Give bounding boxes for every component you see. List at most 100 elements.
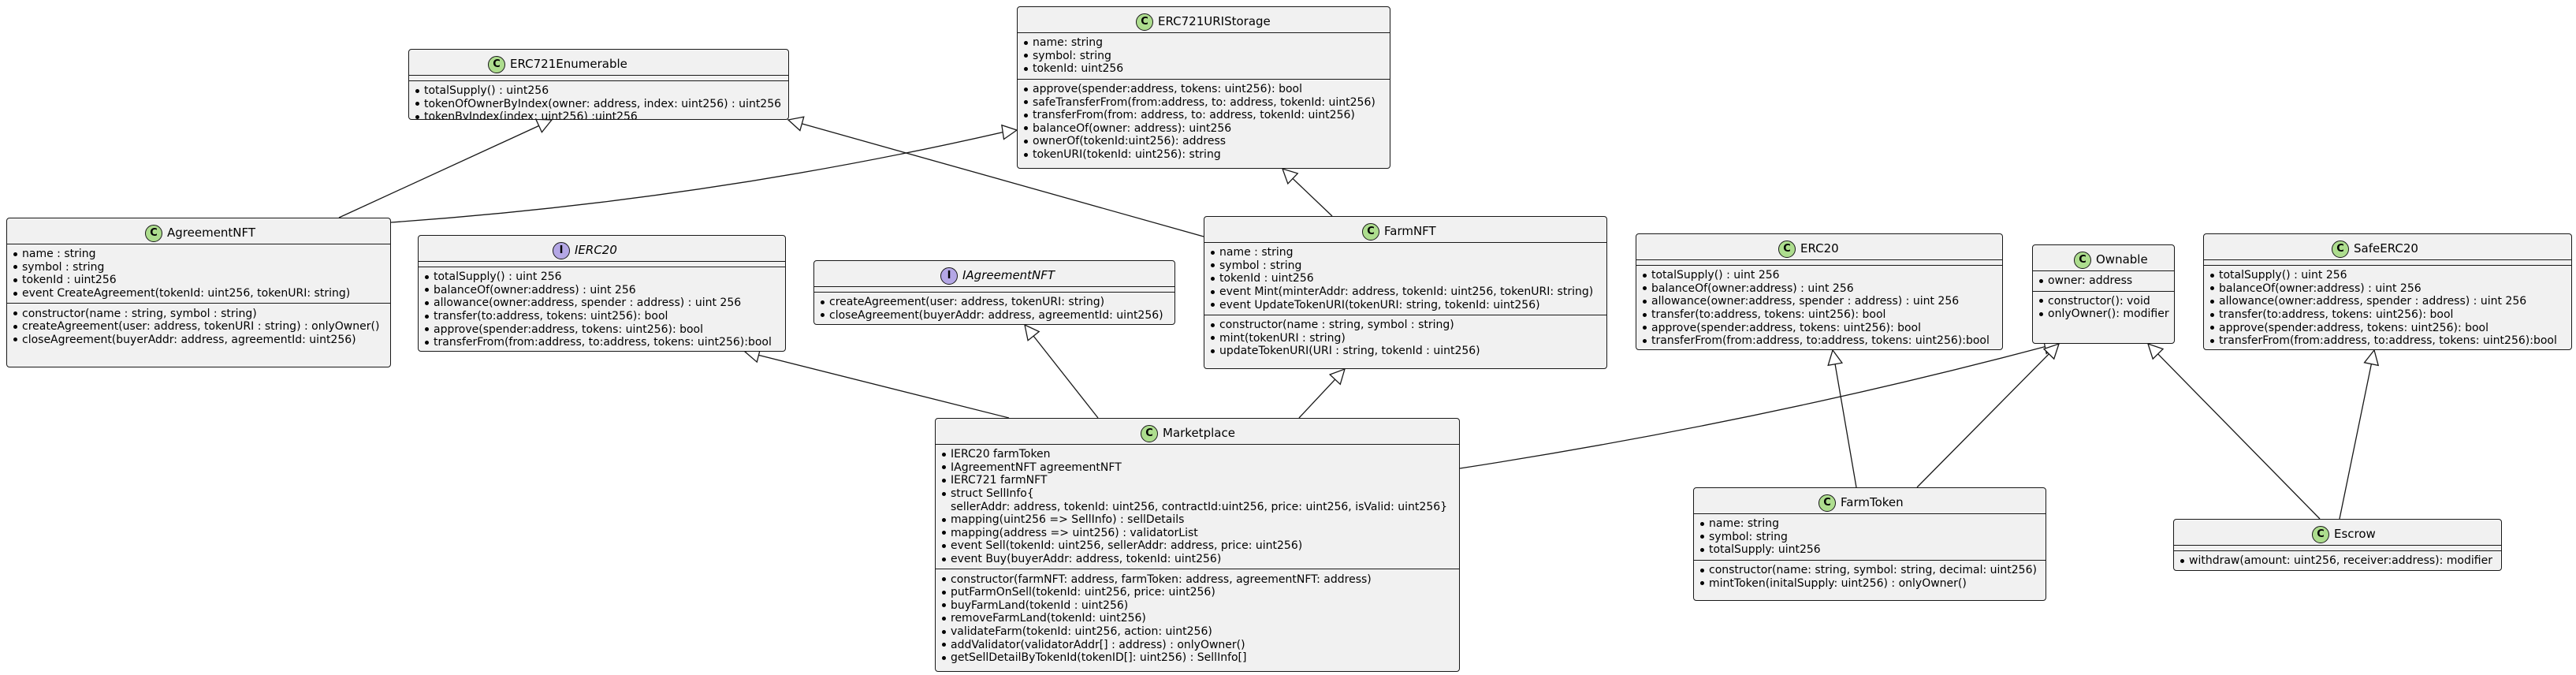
member-row: safeTransferFrom(from:address, to: addre… (1024, 95, 1383, 109)
bullet-icon (415, 88, 419, 93)
member-row: transfer(to:address, tokens: uint256): b… (1643, 308, 1996, 322)
member-text: addValidator(validatorAddr[] : address) … (951, 638, 1245, 651)
bullet-icon (13, 252, 17, 256)
member-row: balanceOf(owner:address) : uint 256 (2210, 282, 2565, 296)
member-row: event Buy(buyerAddr: address, tokenId: u… (942, 553, 1453, 566)
members-divider (7, 303, 390, 304)
bullet-icon (942, 629, 946, 634)
member-row: putFarmOnSell(tokenId: uint256, price: u… (942, 586, 1453, 599)
members-divider (409, 80, 788, 81)
member-row: event CreateAgreement(tokenId: uint256, … (13, 287, 384, 300)
member-row: constructor(farmNFT: address, farmToken:… (942, 572, 1453, 586)
member-text: event CreateAgreement(tokenId: uint256, … (22, 287, 351, 300)
class-header: C FarmToken (1694, 488, 2046, 513)
member-text: tokenId : uint256 (22, 274, 117, 287)
member-row: symbol: string (1024, 50, 1383, 63)
class-name: ERC20 (1800, 241, 1839, 255)
class-name: IERC20 (575, 243, 617, 257)
members-divider (814, 292, 1174, 293)
member-text: allowance(owner:address, spender : addre… (1651, 295, 1960, 308)
class-name: ERC721Enumerable (510, 57, 627, 71)
inheritance-arrowhead-icon (1827, 349, 1844, 367)
bullet-icon (425, 340, 429, 345)
class-name: Ownable (2096, 252, 2148, 267)
member-row: allowance(owner:address, spender : addre… (1643, 295, 1996, 308)
member-text: putFarmOnSell(tokenId: uint256, price: u… (951, 586, 1215, 599)
member-row: approve(spender:address, tokens: uint256… (2210, 321, 2565, 334)
bullet-icon (2210, 273, 2214, 278)
bullet-icon (1643, 338, 1647, 343)
bullet-icon (942, 603, 946, 608)
member-row: balanceOf(owner:address) : uint 256 (1643, 282, 1996, 296)
bullet-icon (942, 452, 946, 457)
member-row: symbol : string (13, 261, 384, 274)
bullet-icon (415, 114, 419, 119)
class-icon: C (1818, 494, 1836, 512)
inheritance-arrowhead-icon (787, 116, 805, 132)
member-row: symbol: string (1700, 531, 2039, 544)
member-text: symbol : string (1219, 259, 1302, 272)
edge-line (1298, 379, 1336, 419)
inheritance-arrowhead-icon (1024, 323, 1040, 341)
member-text: symbol : string (22, 260, 105, 274)
member-row: addValidator(validatorAddr[] : address) … (942, 638, 1453, 651)
header-divider (2174, 545, 2501, 546)
methods-section: approve(spender:address, tokens: uint256… (1018, 80, 1390, 165)
class-name: SafeERC20 (2354, 241, 2418, 255)
member-text: createAgreement(user: address, tokenURI … (22, 320, 380, 334)
member-row: tokenURI(tokenId: uint256): string (1024, 148, 1383, 162)
bullet-icon (1024, 40, 1028, 45)
bullet-icon (2039, 299, 2043, 304)
bullet-icon (13, 338, 17, 342)
member-row: transferFrom(from:address, to:address, t… (425, 336, 779, 349)
member-text: totalSupply() : uint 256 (2219, 269, 2347, 282)
class-name: Marketplace (1163, 426, 1235, 440)
member-text: constructor(): void (2048, 294, 2150, 308)
member-text: tokenId : uint256 (1219, 272, 1314, 285)
bullet-icon (942, 590, 946, 595)
member-row: approve(spender:address, tokens: uint256… (1643, 321, 1996, 334)
member-text: transferFrom(from:address, to:address, t… (2219, 334, 2557, 348)
bullet-icon (1643, 273, 1647, 278)
methods-section: constructor(name : string, symbol : stri… (1204, 315, 1606, 361)
bullet-icon (425, 327, 429, 332)
header-divider (1204, 242, 1606, 243)
bullet-icon (942, 465, 946, 470)
member-row: approve(spender:address, tokens: uint256… (1024, 83, 1383, 96)
member-text: totalSupply() : uint 256 (434, 270, 562, 284)
member-row: event Sell(tokenId: uint256, sellerAddr:… (942, 539, 1453, 553)
bullet-icon (942, 531, 946, 535)
bullet-icon (1024, 66, 1028, 71)
member-text: closeAgreement(buyerAddr: address, agree… (829, 308, 1163, 322)
member-row: name : string (1211, 246, 1600, 259)
header-divider (936, 444, 1459, 445)
member-text: name: string (1033, 36, 1104, 50)
member-row: IERC20 farmToken (942, 448, 1453, 461)
edge-line (338, 125, 539, 218)
member-row: createAgreement(user: address, tokenURI:… (821, 296, 1168, 309)
member-text: symbol: string (1033, 49, 1111, 62)
header-divider (1636, 259, 2002, 260)
member-text: name: string (1709, 517, 1780, 531)
class-name: ERC721URIStorage (1158, 14, 1271, 28)
bullet-icon (942, 517, 946, 522)
bullet-icon (1643, 326, 1647, 330)
member-text: constructor(name : string, symbol : stri… (22, 307, 257, 320)
member-text: name : string (22, 248, 96, 261)
member-text: IERC20 farmToken (951, 448, 1051, 461)
class-name: FarmToken (1841, 495, 1904, 509)
inheritance-arrowhead-icon (2146, 342, 2165, 360)
member-row: IERC721 farmNFT (942, 474, 1453, 487)
